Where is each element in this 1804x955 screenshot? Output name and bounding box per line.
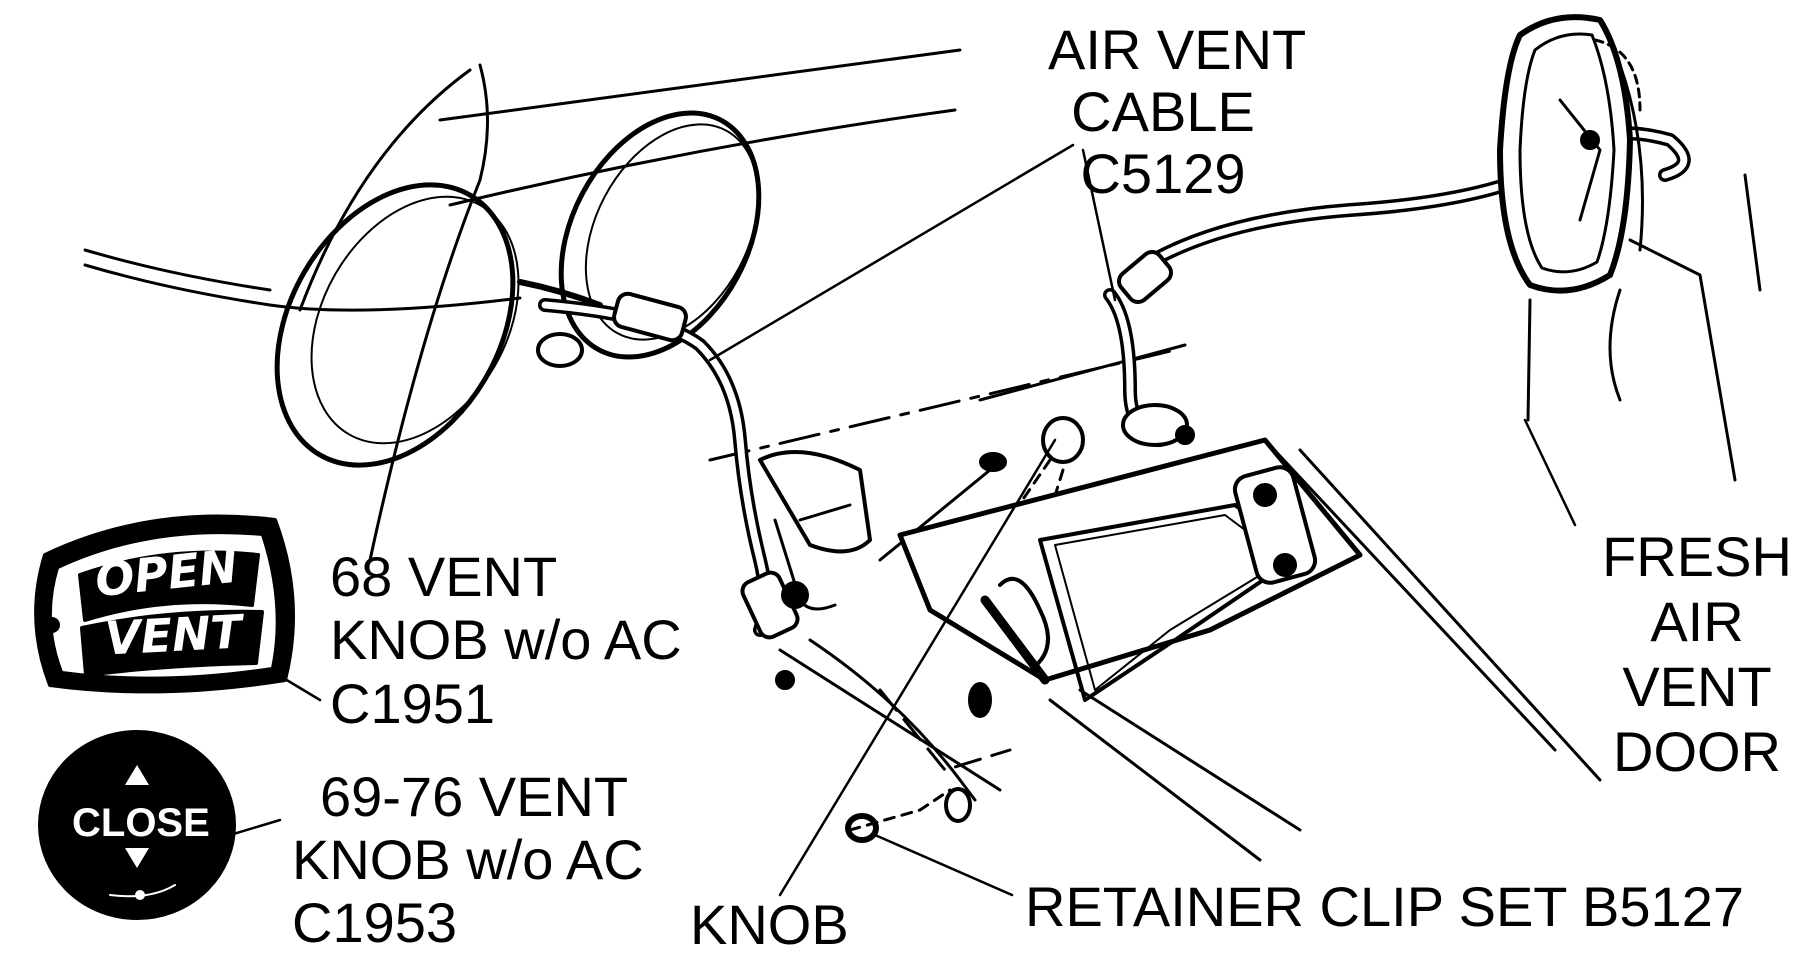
knob-68-vent-word: VENT bbox=[103, 604, 244, 666]
label-vent-knob-69-76-part: C1953 bbox=[292, 891, 458, 954]
label-vent-knob-69-76-line2: KNOB w/o AC bbox=[292, 828, 644, 891]
label-vent-knob-68-line2: KNOB w/o AC bbox=[330, 608, 682, 671]
vent-knob-68-illustration bbox=[34, 514, 295, 694]
instrument-gauges bbox=[274, 110, 762, 468]
label-air-vent-cable-part: C5129 bbox=[1080, 142, 1246, 205]
label-door-line: DOOR bbox=[1613, 720, 1781, 783]
label-vent-line: VENT bbox=[1622, 655, 1772, 718]
label-air-line: AIR bbox=[1650, 590, 1744, 653]
leader-lines bbox=[228, 143, 1577, 897]
vent-knob-69-76-illustration bbox=[38, 730, 236, 920]
label-retainer-clip-set: RETAINER CLIP SET B5127 bbox=[1025, 875, 1744, 938]
dashboard-outline bbox=[83, 48, 1187, 562]
vent-door-plate bbox=[878, 437, 1602, 862]
knob-housing bbox=[740, 450, 1002, 802]
label-air-vent-cable-line2: CABLE bbox=[1071, 80, 1255, 143]
fresh-air-vent-door bbox=[1497, 14, 1762, 482]
label-fresh-line: FRESH bbox=[1602, 525, 1792, 588]
label-vent-knob-68-line1: 68 VENT bbox=[330, 545, 558, 608]
label-vent-knob-68-part: C1951 bbox=[330, 672, 496, 735]
retainer-clip bbox=[845, 787, 972, 843]
label-air-vent-cable-line1: AIR VENT bbox=[1048, 18, 1307, 81]
label-knob: KNOB bbox=[690, 893, 849, 955]
knob-69-76-close-word: CLOSE bbox=[72, 801, 210, 845]
label-vent-knob-69-76-line1: 69-76 VENT bbox=[320, 765, 629, 828]
